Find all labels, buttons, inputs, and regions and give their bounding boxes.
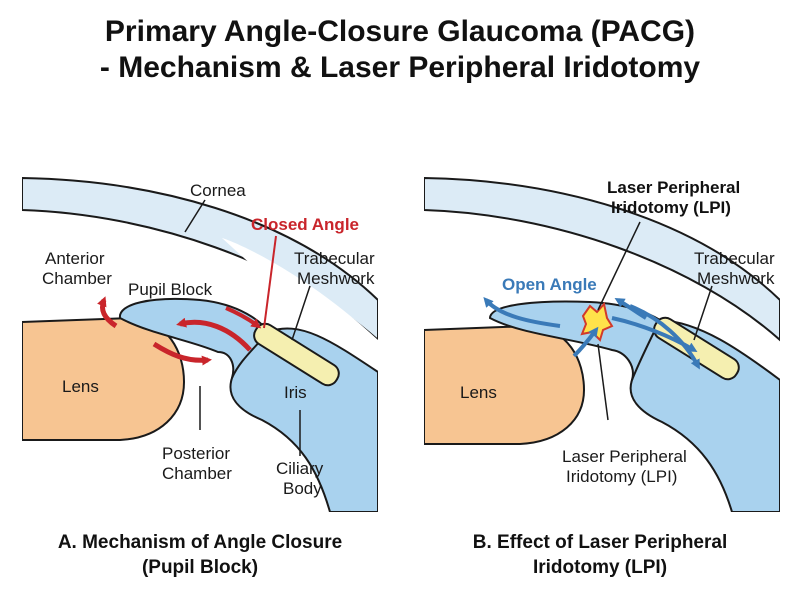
closed-angle-pointer (263, 235, 277, 329)
caption-b-line-1: B. Effect of Laser Peripheral (472, 532, 728, 553)
arrow-open-angle-left (483, 296, 561, 328)
label-anterior-chamber-2: Chamber (42, 269, 112, 288)
panel-a (22, 176, 378, 512)
title-line-1: Primary Angle-Closure Glaucoma (PACG) (104, 15, 696, 48)
label-lpi-top-1: Laser Peripheral (607, 178, 740, 197)
trabecular-meshwork-a (253, 322, 340, 387)
trabecular-leader-a (291, 285, 311, 341)
lpi-bottom-leader (597, 343, 609, 421)
label-cornea: Cornea (190, 181, 246, 200)
label-posterior-1: Posterior (162, 444, 230, 463)
caption-a-line-1: A. Mechanism of Angle Closure (57, 532, 343, 553)
panel-b-labels: Laser Peripheral Iridotomy (LPI) Open An… (460, 178, 775, 486)
arrow-flow-up (614, 297, 648, 320)
caption-a-line-2: (Pupil Block) (141, 557, 259, 578)
label-lpi-bottom-1: Laser Peripheral (562, 447, 687, 466)
label-lens-b: Lens (460, 383, 497, 402)
label-ciliary-1: Ciliary (276, 459, 324, 478)
sclera-shape (222, 238, 378, 380)
lens-shape-b (424, 324, 586, 445)
label-ciliary-2: Body (283, 479, 322, 498)
label-open-angle: Open Angle (502, 275, 597, 294)
arrow-posterior-flow (152, 341, 212, 366)
panel-b (424, 176, 780, 512)
trabecular-leader-b (693, 285, 713, 341)
label-trabecular-a-2: Meshwork (297, 269, 375, 288)
arrow-flow-through-lpi (572, 326, 599, 358)
label-iris: Iris (284, 383, 307, 402)
arrow-iris-push (225, 306, 262, 329)
label-anterior-chamber-1: Anterior (45, 249, 105, 268)
label-lpi-bottom-2: Iridotomy (LPI) (566, 467, 677, 486)
label-lpi-top-2: Iridotomy (LPI) (611, 198, 731, 217)
label-trabecular-a-1: Trabecular (294, 249, 375, 268)
panel-a-labels: Cornea Closed Angle Anterior Chamber Pup… (42, 181, 375, 498)
label-pupil-block: Pupil Block (128, 280, 213, 299)
cornea-shape-b (424, 176, 780, 342)
caption-panel-a: A. Mechanism of Angle Closure (Pupil Blo… (0, 530, 400, 580)
arrow-anterior-chamber (97, 296, 118, 329)
label-closed-angle: Closed Angle (251, 215, 359, 234)
arrow-pupil-block (176, 317, 252, 352)
label-trabecular-b-1: Trabecular (694, 249, 775, 268)
caption-panel-b: B. Effect of Laser Peripheral Iridotomy … (400, 530, 800, 580)
label-posterior-2: Chamber (162, 464, 232, 483)
arrow-flow-meshwork-2 (629, 304, 700, 370)
cornea-shape (22, 176, 378, 342)
caption-b-line-2: Iridotomy (LPI) (532, 557, 668, 578)
label-trabecular-b-2: Meshwork (697, 269, 775, 288)
lens-shape (22, 316, 186, 441)
label-lens-a: Lens (62, 377, 99, 396)
lpi-top-leader (597, 221, 641, 311)
cornea-leader (184, 199, 206, 233)
page-title: Primary Angle-Closure Glaucoma (PACG) - … (0, 14, 800, 86)
title-line-2: - Mechanism & Laser Peripheral Iridotomy (99, 51, 701, 84)
